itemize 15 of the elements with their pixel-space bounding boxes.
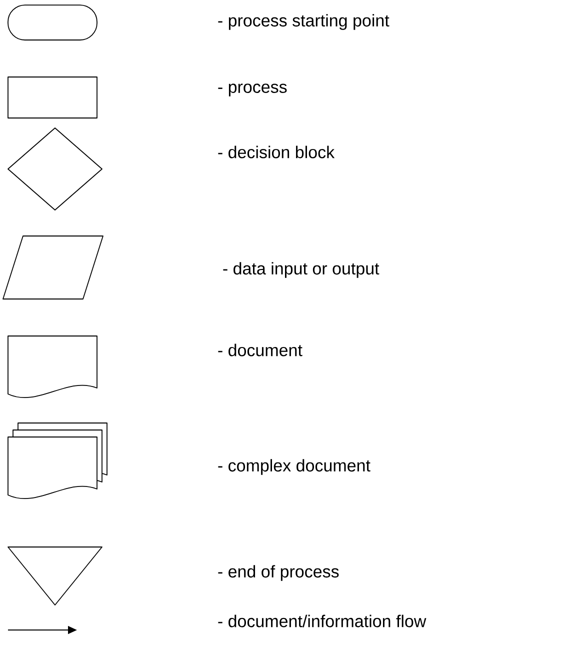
legend-text: - process bbox=[218, 84, 287, 96]
legend-text: - process starting point bbox=[218, 14, 390, 30]
diamond-symbol bbox=[8, 128, 102, 210]
legend-text: - document/information flow bbox=[218, 614, 426, 628]
document-symbol bbox=[8, 336, 98, 398]
legend-text: - decision block bbox=[218, 146, 335, 158]
stacked-document-symbol bbox=[8, 422, 108, 500]
rectangle-symbol bbox=[8, 76, 98, 118]
rounded-box-symbol bbox=[8, 4, 98, 40]
legend-text: - end of process bbox=[218, 565, 339, 581]
legend-text: - document bbox=[218, 344, 302, 356]
parallelogram-symbol bbox=[2, 236, 104, 300]
triangle-symbol bbox=[8, 546, 102, 606]
legend-text: - complex document bbox=[218, 459, 370, 475]
legend-text: - data input or output bbox=[223, 262, 380, 278]
